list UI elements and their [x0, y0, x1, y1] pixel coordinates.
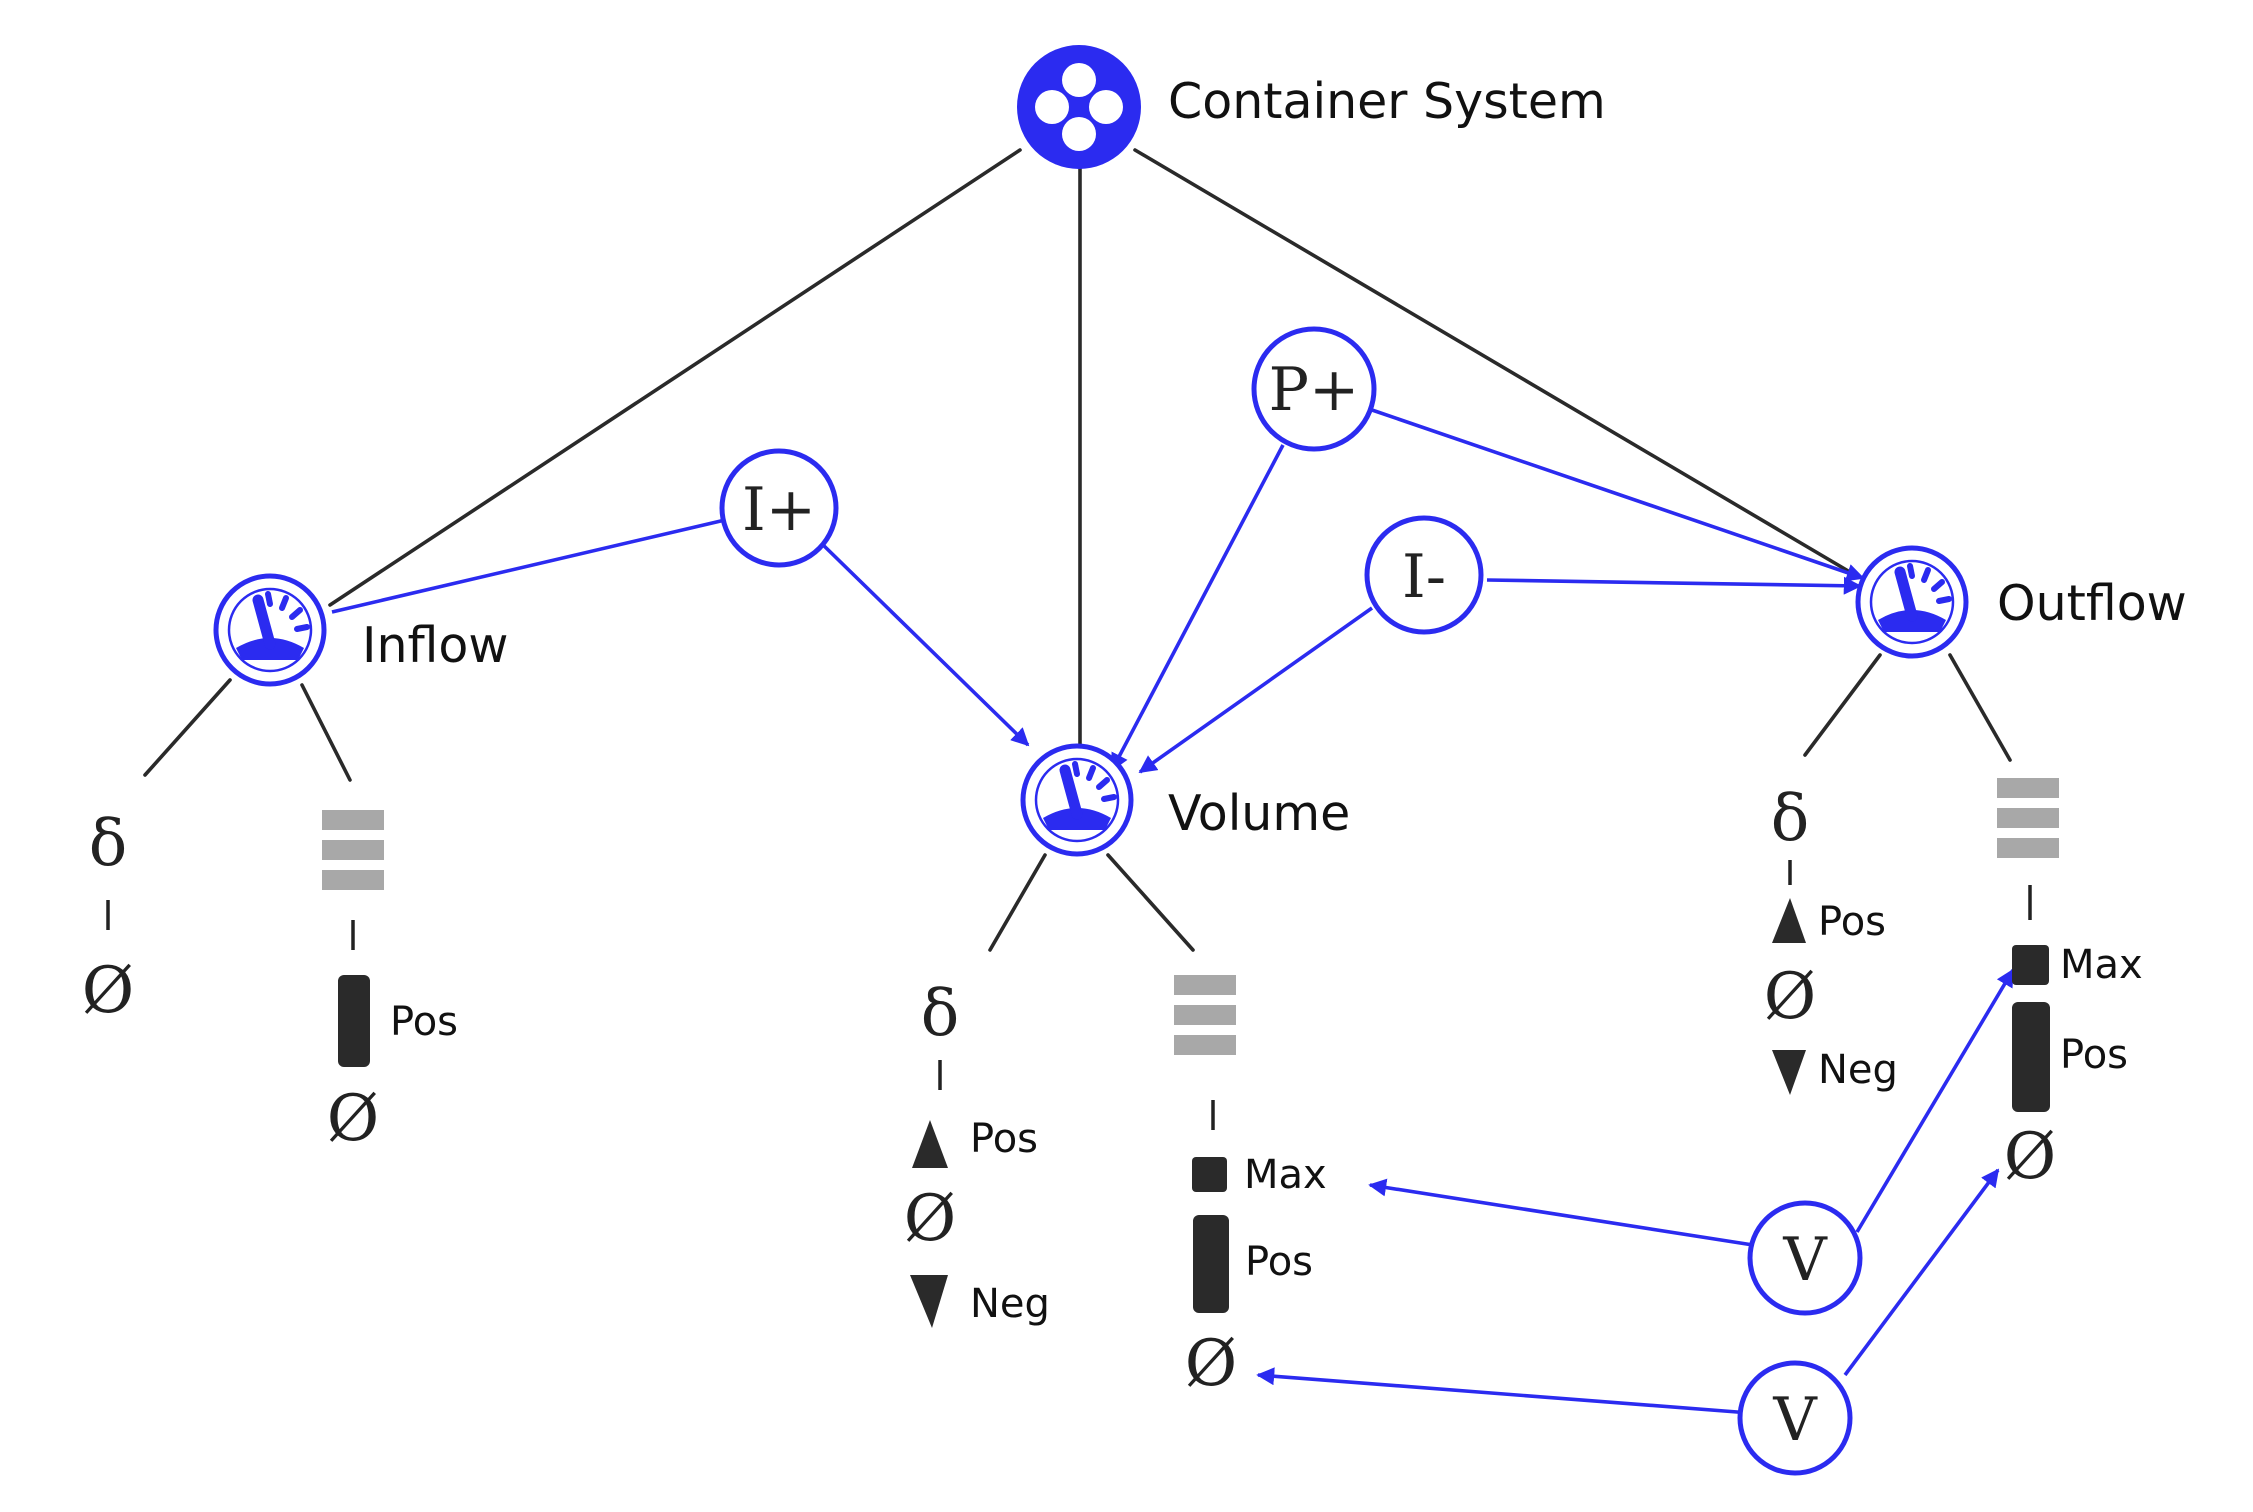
- outflow-delta-symbol: δ: [1771, 782, 1810, 856]
- influence-positive-node: I+: [719, 448, 839, 568]
- outflow-derivative-space: δ Pos Ø Neg: [1764, 782, 1898, 1095]
- proportional-positive-node: P+: [1251, 326, 1377, 452]
- outflow-node: Outflow: [1858, 548, 2187, 656]
- inflow-quantity-space-icon: [322, 810, 384, 890]
- container-system-label: Container System: [1168, 73, 1606, 130]
- inflow-delta-symbol: δ: [89, 807, 128, 881]
- volume-max-point-icon: [1192, 1157, 1227, 1192]
- i-minus-label: I-: [1402, 542, 1446, 612]
- outflow-max-label: Max: [2060, 942, 2143, 988]
- inflow-gauge-icon: [216, 576, 324, 684]
- v1-label: V: [1782, 1225, 1828, 1295]
- volume-derivative-pos-label: Pos: [970, 1116, 1038, 1162]
- volume-derivative-zero: Ø: [904, 1182, 956, 1256]
- outflow-derivative-zero: Ø: [1764, 960, 1816, 1034]
- structure-lines: [143, 148, 2012, 952]
- volume-quantity-space-icon: [1174, 975, 1236, 1055]
- i-plus-label: I+: [742, 475, 816, 545]
- inflow-label: Inflow: [362, 617, 508, 674]
- outflow-derivative-neg-label: Neg: [1818, 1047, 1898, 1093]
- ticks: [106, 860, 2032, 1130]
- volume-neg-triangle-icon: [910, 1275, 948, 1328]
- outflow-magnitude-zero: Ø: [2004, 1120, 2056, 1194]
- volume-node: Volume: [1023, 746, 1350, 854]
- outflow-max-point-icon: [2012, 945, 2049, 985]
- volume-pos-triangle-icon: [912, 1120, 948, 1168]
- outflow-gauge-icon: [1858, 548, 1966, 656]
- container-system-node: Container System: [1017, 45, 1606, 169]
- volume-pos-interval-icon: [1193, 1215, 1229, 1313]
- outflow-derivative-pos-label: Pos: [1818, 899, 1886, 945]
- inflow-derivative-zero: Ø: [82, 954, 134, 1028]
- inflow-magnitude-zero: Ø: [327, 1082, 379, 1156]
- inflow-magnitude-space: Pos Ø: [322, 810, 458, 1156]
- outflow-label: Outflow: [1997, 575, 2187, 632]
- outflow-pos-triangle-icon: [1772, 898, 1806, 943]
- outflow-magnitude-space: Max Pos Ø: [1997, 778, 2143, 1194]
- volume-label: Volume: [1168, 785, 1350, 842]
- value-correspondence-node-1: V: [1747, 1200, 1863, 1316]
- inflow-pos-interval-icon: [338, 975, 370, 1067]
- outflow-neg-triangle-icon: [1772, 1050, 1806, 1095]
- v2-label: V: [1772, 1385, 1818, 1455]
- influence-negative-node: I-: [1364, 515, 1484, 635]
- volume-magnitude-space: Max Pos Ø: [1174, 975, 1327, 1401]
- outflow-pos-interval-icon: [2012, 1002, 2050, 1112]
- outflow-pos-label: Pos: [2060, 1032, 2128, 1078]
- value-correspondence-node-2: V: [1737, 1360, 1853, 1476]
- inflow-node: Inflow: [216, 576, 508, 684]
- entity-icon: [1017, 45, 1141, 169]
- relation-arrows: [331, 408, 2015, 1415]
- inflow-pos-label: Pos: [390, 999, 458, 1045]
- volume-delta-symbol: δ: [921, 977, 960, 1051]
- volume-pos-label: Pos: [1245, 1239, 1313, 1285]
- p-plus-label: P+: [1269, 355, 1360, 425]
- volume-gauge-icon: [1023, 746, 1131, 854]
- outflow-quantity-space-icon: [1997, 778, 2059, 858]
- inflow-derivative-space: δ Ø: [82, 807, 134, 1028]
- volume-magnitude-zero: Ø: [1185, 1327, 1237, 1401]
- volume-derivative-neg-label: Neg: [970, 1281, 1050, 1327]
- volume-derivative-space: δ Pos Ø Neg: [904, 977, 1050, 1328]
- volume-max-label: Max: [1244, 1152, 1327, 1198]
